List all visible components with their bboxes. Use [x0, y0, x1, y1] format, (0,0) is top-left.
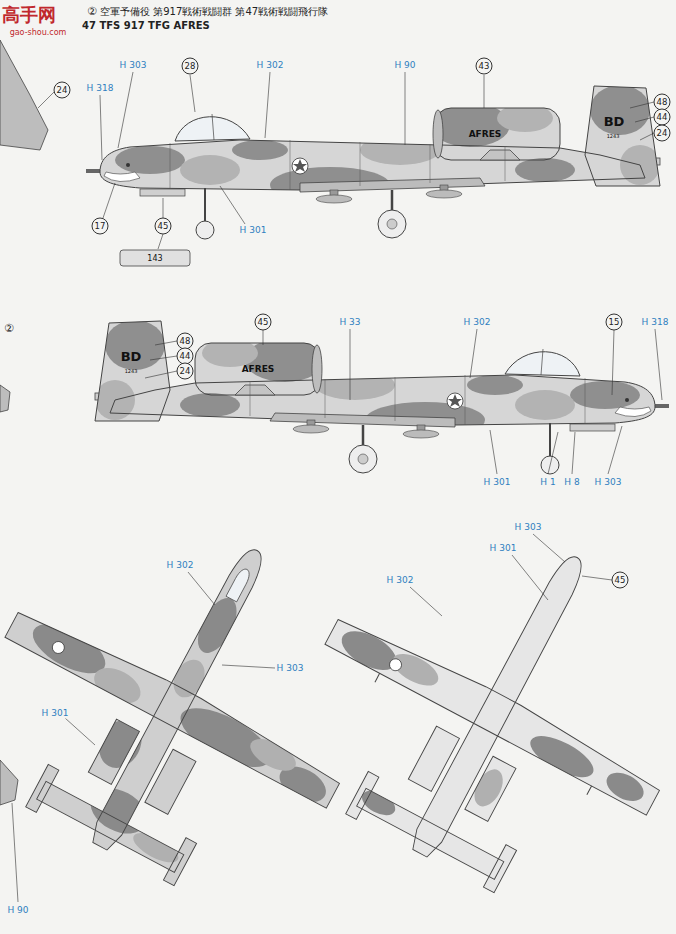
paint-code: H 303	[514, 522, 543, 533]
tail-code: BD	[121, 351, 142, 362]
serial-number: 1243	[125, 368, 138, 374]
paint-code: H 302	[386, 575, 415, 586]
callout-number: 15	[606, 314, 623, 331]
part-number: 143	[147, 253, 162, 264]
view-number: ②	[87, 6, 97, 17]
callout-number: 44	[654, 109, 671, 126]
callout-number: 17	[92, 218, 109, 235]
paint-code: H 303	[119, 60, 148, 71]
paint-code: H 90	[6, 905, 29, 916]
view-number: ②	[4, 323, 14, 334]
paint-code: H 301	[489, 543, 518, 554]
paint-code: H 303	[594, 477, 623, 488]
unit-caption: 47 TFS 917 TFG AFRES	[82, 20, 210, 31]
serial-number: 1243	[607, 133, 620, 139]
paint-code: H 303	[276, 663, 305, 674]
callout-number: 45	[255, 314, 272, 331]
callout-number: 43	[476, 58, 493, 75]
paint-code: H 318	[641, 317, 670, 328]
paint-code: H 90	[393, 60, 416, 71]
tail-code: BD	[604, 116, 625, 127]
callout-number: 28	[182, 58, 199, 75]
paint-code: H 302	[166, 560, 195, 571]
callout-number: 45	[155, 218, 172, 235]
paint-code: H 302	[463, 317, 492, 328]
watermark: 高手网	[2, 9, 56, 20]
callout-number: 24	[177, 363, 194, 380]
paint-code: H 301	[483, 477, 512, 488]
callout-number: 24	[654, 125, 671, 142]
view-title: 空軍予備役 第917戦術戦闘群 第47戦術戦闘飛行隊	[100, 6, 328, 17]
watermark-url: gao-shou.com	[10, 27, 67, 38]
leader-lines	[12, 72, 662, 902]
engine-marking: AFRES	[469, 129, 502, 140]
paint-code: H 301	[239, 225, 268, 236]
paint-code: H 318	[86, 83, 115, 94]
paint-code: H 33	[338, 317, 361, 328]
paint-code: H 1	[539, 477, 556, 488]
engine-marking: AFRES	[242, 364, 275, 375]
callout-number: 24	[54, 82, 71, 99]
paint-code: H 301	[41, 708, 70, 719]
paint-code: H 302	[256, 60, 285, 71]
paint-code: H 8	[563, 477, 580, 488]
callout-number: 45	[612, 572, 629, 589]
